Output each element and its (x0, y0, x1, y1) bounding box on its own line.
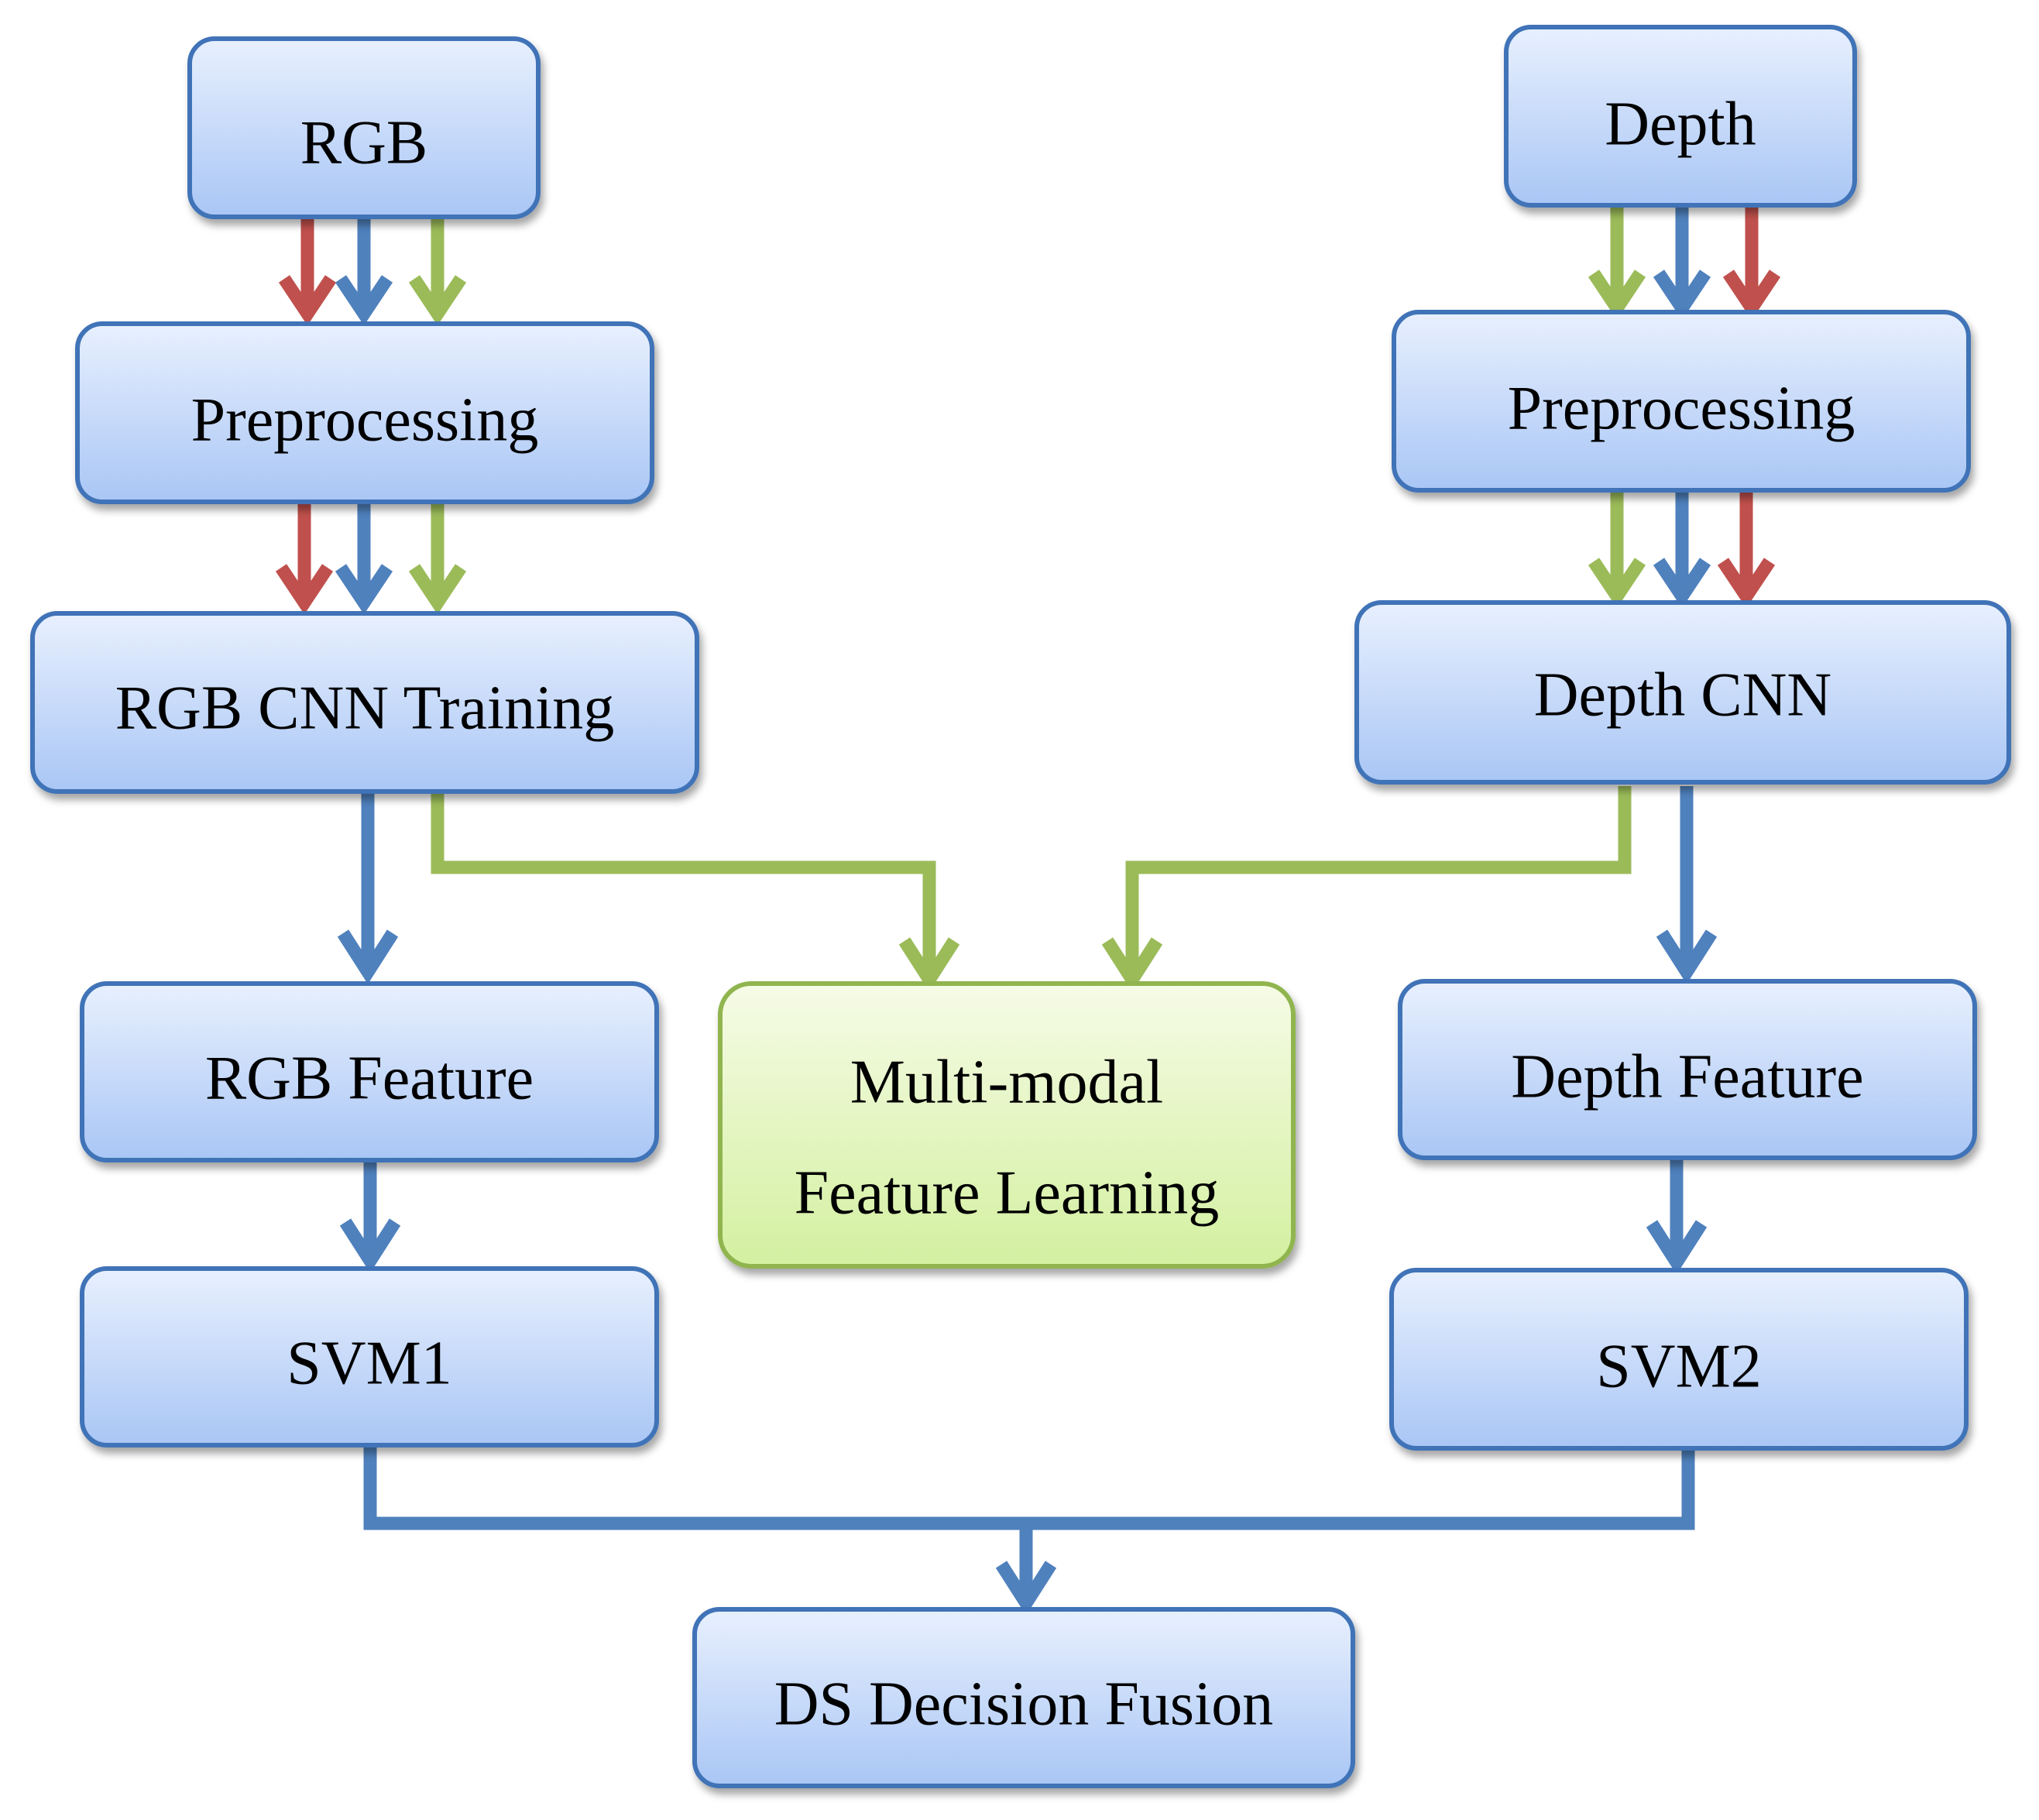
depth-preprocessing-label: Preprocessing (1508, 374, 1855, 442)
rgb-cnn-to-rgb-feature-arrow (337, 792, 399, 984)
rgb-label: RGB (300, 108, 428, 177)
arrow-red (275, 502, 334, 615)
ds-decision-fusion-node: DS Decision Fusion (692, 1607, 1355, 1788)
depth-to-preprocessing-arrows (1588, 205, 1781, 321)
depth-cnn-to-multimodal-arrow (1101, 786, 1632, 992)
rgb-feature-node: RGB Feature (80, 981, 659, 1162)
arrow-red (278, 218, 337, 326)
arrow-green (408, 502, 467, 615)
arrow-red (1722, 205, 1781, 321)
multimodal-feature-learning-node: Multi-modal Feature Learning (718, 981, 1296, 1269)
svm1-node: SVM1 (80, 1266, 659, 1447)
preprocessing-to-depth-cnn-arrows (1588, 489, 1776, 609)
depth-node: Depth (1504, 25, 1857, 208)
rgb-cnn-training-label: RGB CNN Training (115, 674, 615, 742)
depth-cnn-label: Depth CNN (1534, 661, 1831, 729)
depth-feature-node: Depth Feature (1398, 979, 1977, 1160)
depth-preprocessing-node: Preprocessing (1392, 310, 1971, 493)
ds-decision-fusion-label: DS Decision Fusion (774, 1670, 1274, 1738)
arrow-blue (1653, 205, 1711, 321)
arrow-green (1588, 489, 1646, 609)
svm-to-fusion-arrow (363, 1444, 1695, 1616)
arrow-blue (335, 218, 393, 326)
multimodal-label-line1: Multi-modal (850, 1048, 1163, 1116)
rgb-feature-label: RGB Feature (205, 1044, 534, 1112)
arrow-green (408, 218, 467, 326)
depth-cnn-node: Depth CNN (1354, 600, 2011, 785)
svm2-node: SVM2 (1389, 1268, 1969, 1451)
svm2-label: SVM2 (1596, 1332, 1761, 1400)
rgb-node: RGB (187, 36, 541, 219)
svm1-label: SVM1 (287, 1329, 451, 1397)
rgb-cnn-to-multimodal-arrow (431, 792, 960, 992)
rgb-feature-to-svm1-arrow (339, 1160, 401, 1273)
rgb-preprocessing-label: Preprocessing (191, 386, 539, 454)
multimodal-label-line2: Feature Learning (795, 1159, 1220, 1227)
arrow-red (1717, 489, 1776, 609)
arrow-blue (1653, 489, 1711, 609)
rgb-to-preprocessing-arrows (278, 218, 467, 326)
rgb-preprocessing-node: Preprocessing (75, 321, 654, 504)
arrow-green (1588, 205, 1646, 321)
depth-label: Depth (1605, 90, 1756, 158)
preprocessing-to-rgb-cnn-arrows (275, 502, 467, 615)
depth-feature-to-svm2-arrow (1646, 1158, 1708, 1275)
arrow-blue (335, 502, 393, 615)
rgb-cnn-training-node: RGB CNN Training (30, 611, 699, 794)
depth-feature-label: Depth Feature (1511, 1042, 1863, 1111)
depth-cnn-to-depth-feature-arrow (1656, 786, 1718, 984)
